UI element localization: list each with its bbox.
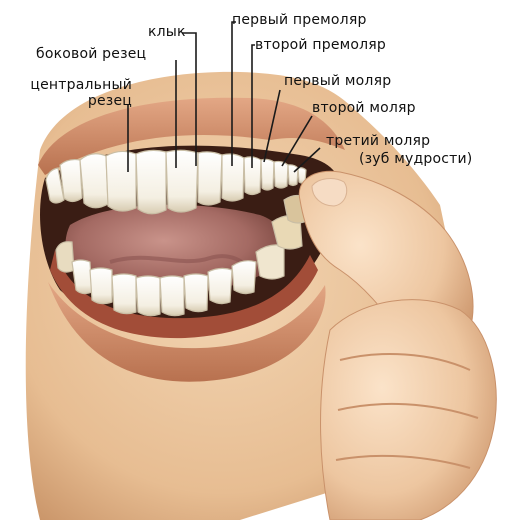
lower-molar1-right xyxy=(256,245,284,279)
lower-molar-left xyxy=(56,242,74,272)
lower-canine-left xyxy=(90,268,112,304)
upper-lateral-right xyxy=(198,152,222,205)
upper-premolar2-right xyxy=(261,159,274,190)
label-canine: клык xyxy=(148,24,186,40)
lower-incisor-2 xyxy=(136,276,160,316)
hand xyxy=(321,300,497,520)
upper-central-right xyxy=(166,150,198,212)
upper-lateral-left xyxy=(106,151,136,211)
lower-incisor-3 xyxy=(160,276,184,316)
upper-molar2-right xyxy=(288,165,298,186)
label-second-molar: второй моляр xyxy=(312,100,416,116)
lower-incisor-4 xyxy=(184,274,208,312)
upper-premolar-left xyxy=(60,160,82,202)
label-first-molar: первый моляр xyxy=(284,73,391,89)
lower-canine-right xyxy=(208,268,232,303)
label-second-premolar: второй премоляр xyxy=(255,37,386,53)
upper-central-left xyxy=(136,150,166,213)
upper-canine-left xyxy=(80,154,108,208)
upper-molar1-right xyxy=(274,161,288,188)
lower-incisor-1 xyxy=(112,274,136,314)
label-first-premolar: первый премоляр xyxy=(232,12,367,28)
label-lateral-incisor: боковой резец xyxy=(36,46,146,62)
lower-premolar-right xyxy=(232,261,256,294)
label-third-molar-line2: (зуб мудрости) xyxy=(359,151,472,167)
label-third-molar-line1: третий моляр xyxy=(326,133,430,149)
label-central-incisor: центральный резец xyxy=(8,77,132,109)
upper-canine-right xyxy=(222,154,244,201)
